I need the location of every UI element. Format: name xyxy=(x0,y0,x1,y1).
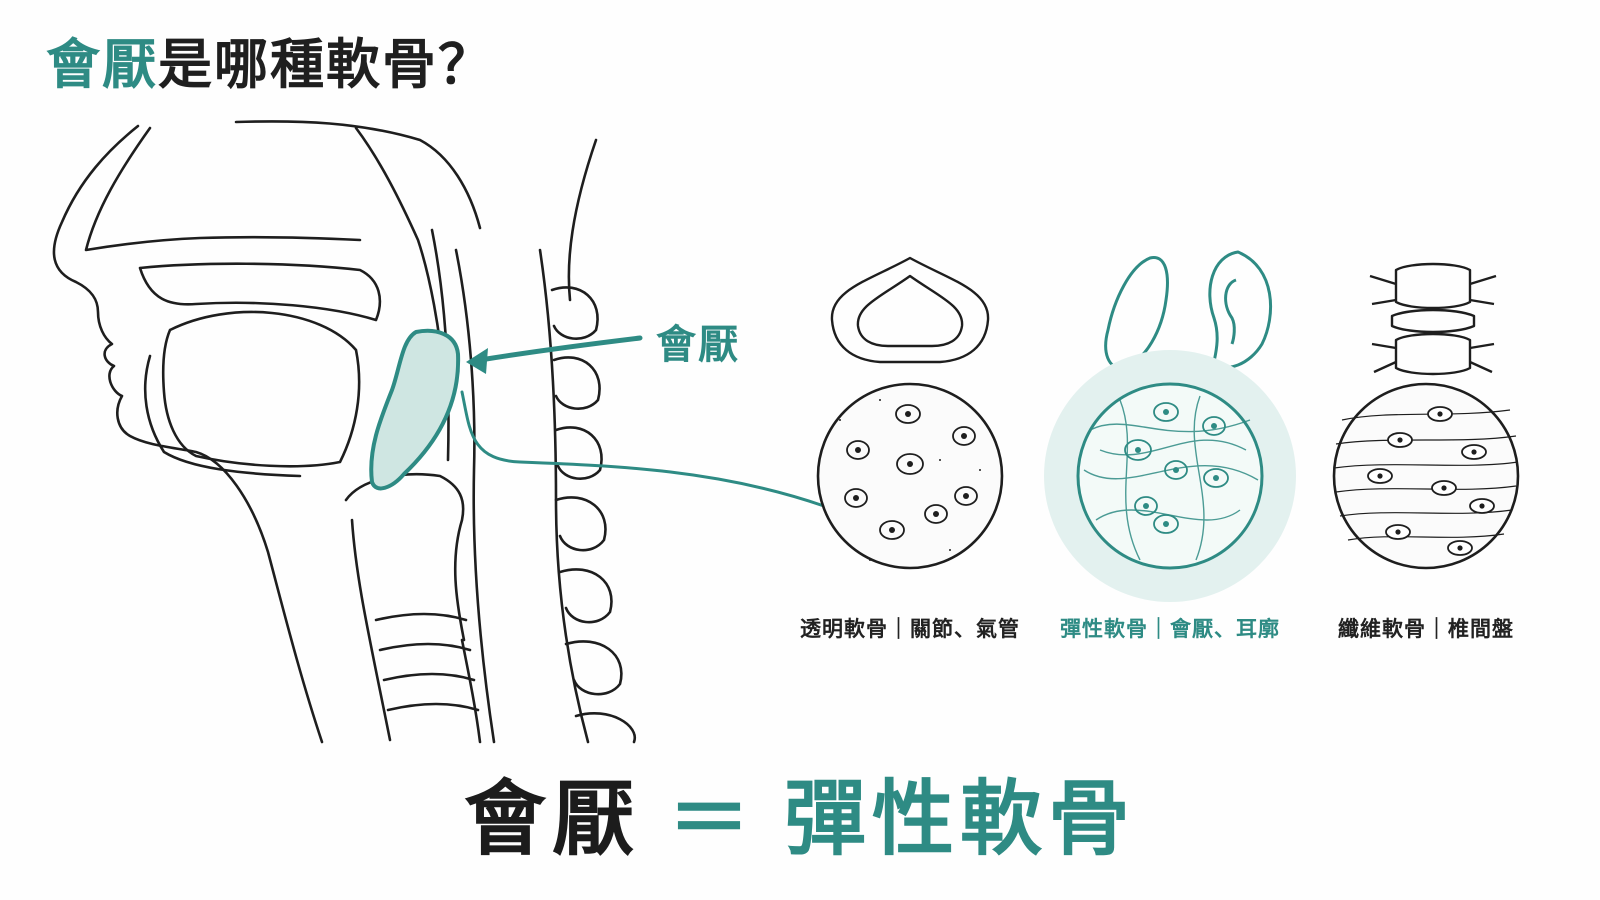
connector-line xyxy=(460,390,826,508)
head-profile xyxy=(52,124,324,744)
conclusion-lhs: 會厭 xyxy=(463,772,640,867)
trachea-front xyxy=(350,518,392,742)
spine-front xyxy=(538,248,590,744)
page-title: 會厭是哪種軟骨？ xyxy=(46,30,494,100)
ear-icon xyxy=(1104,250,1273,370)
intervertebral-disc-icon xyxy=(1369,262,1497,376)
vertebrae xyxy=(550,286,637,744)
title-accent: 會厭 xyxy=(46,33,158,96)
tongue xyxy=(161,310,361,468)
epiglottis-shape xyxy=(369,328,461,491)
fibrous-micrograph xyxy=(1332,382,1520,570)
conclusion-equals: ＝ xyxy=(667,772,756,867)
trachea-rings xyxy=(374,612,480,712)
spine-back xyxy=(567,138,598,302)
skull-base xyxy=(234,120,482,230)
caption-fibrous: 纖維軟骨｜椎間盤 xyxy=(1338,617,1514,641)
callout-arrow-line xyxy=(477,335,643,363)
conclusion: 會厭 ＝ 彈性軟骨 xyxy=(0,770,1600,870)
hyaline-micrograph xyxy=(816,382,1004,570)
conclusion-rhs: 彈性軟骨 xyxy=(784,772,1137,867)
nasal-cavity xyxy=(84,126,362,252)
pharynx-wall xyxy=(454,248,496,744)
elastic-micrograph xyxy=(1076,382,1264,570)
callout-arrow-head xyxy=(466,348,488,374)
title-rest: 是哪種軟骨？ xyxy=(158,33,494,96)
caption-hyaline: 透明軟骨｜關節、氣管 xyxy=(800,617,1020,641)
trachea-back xyxy=(460,638,482,744)
jaw xyxy=(143,354,302,478)
palate xyxy=(138,262,382,322)
epiglottis-callout-label: 會厭 xyxy=(656,322,740,368)
caption-elastic: 彈性軟骨｜會厭、耳廓 xyxy=(1060,617,1280,641)
trachea-ring-icon xyxy=(830,256,990,364)
